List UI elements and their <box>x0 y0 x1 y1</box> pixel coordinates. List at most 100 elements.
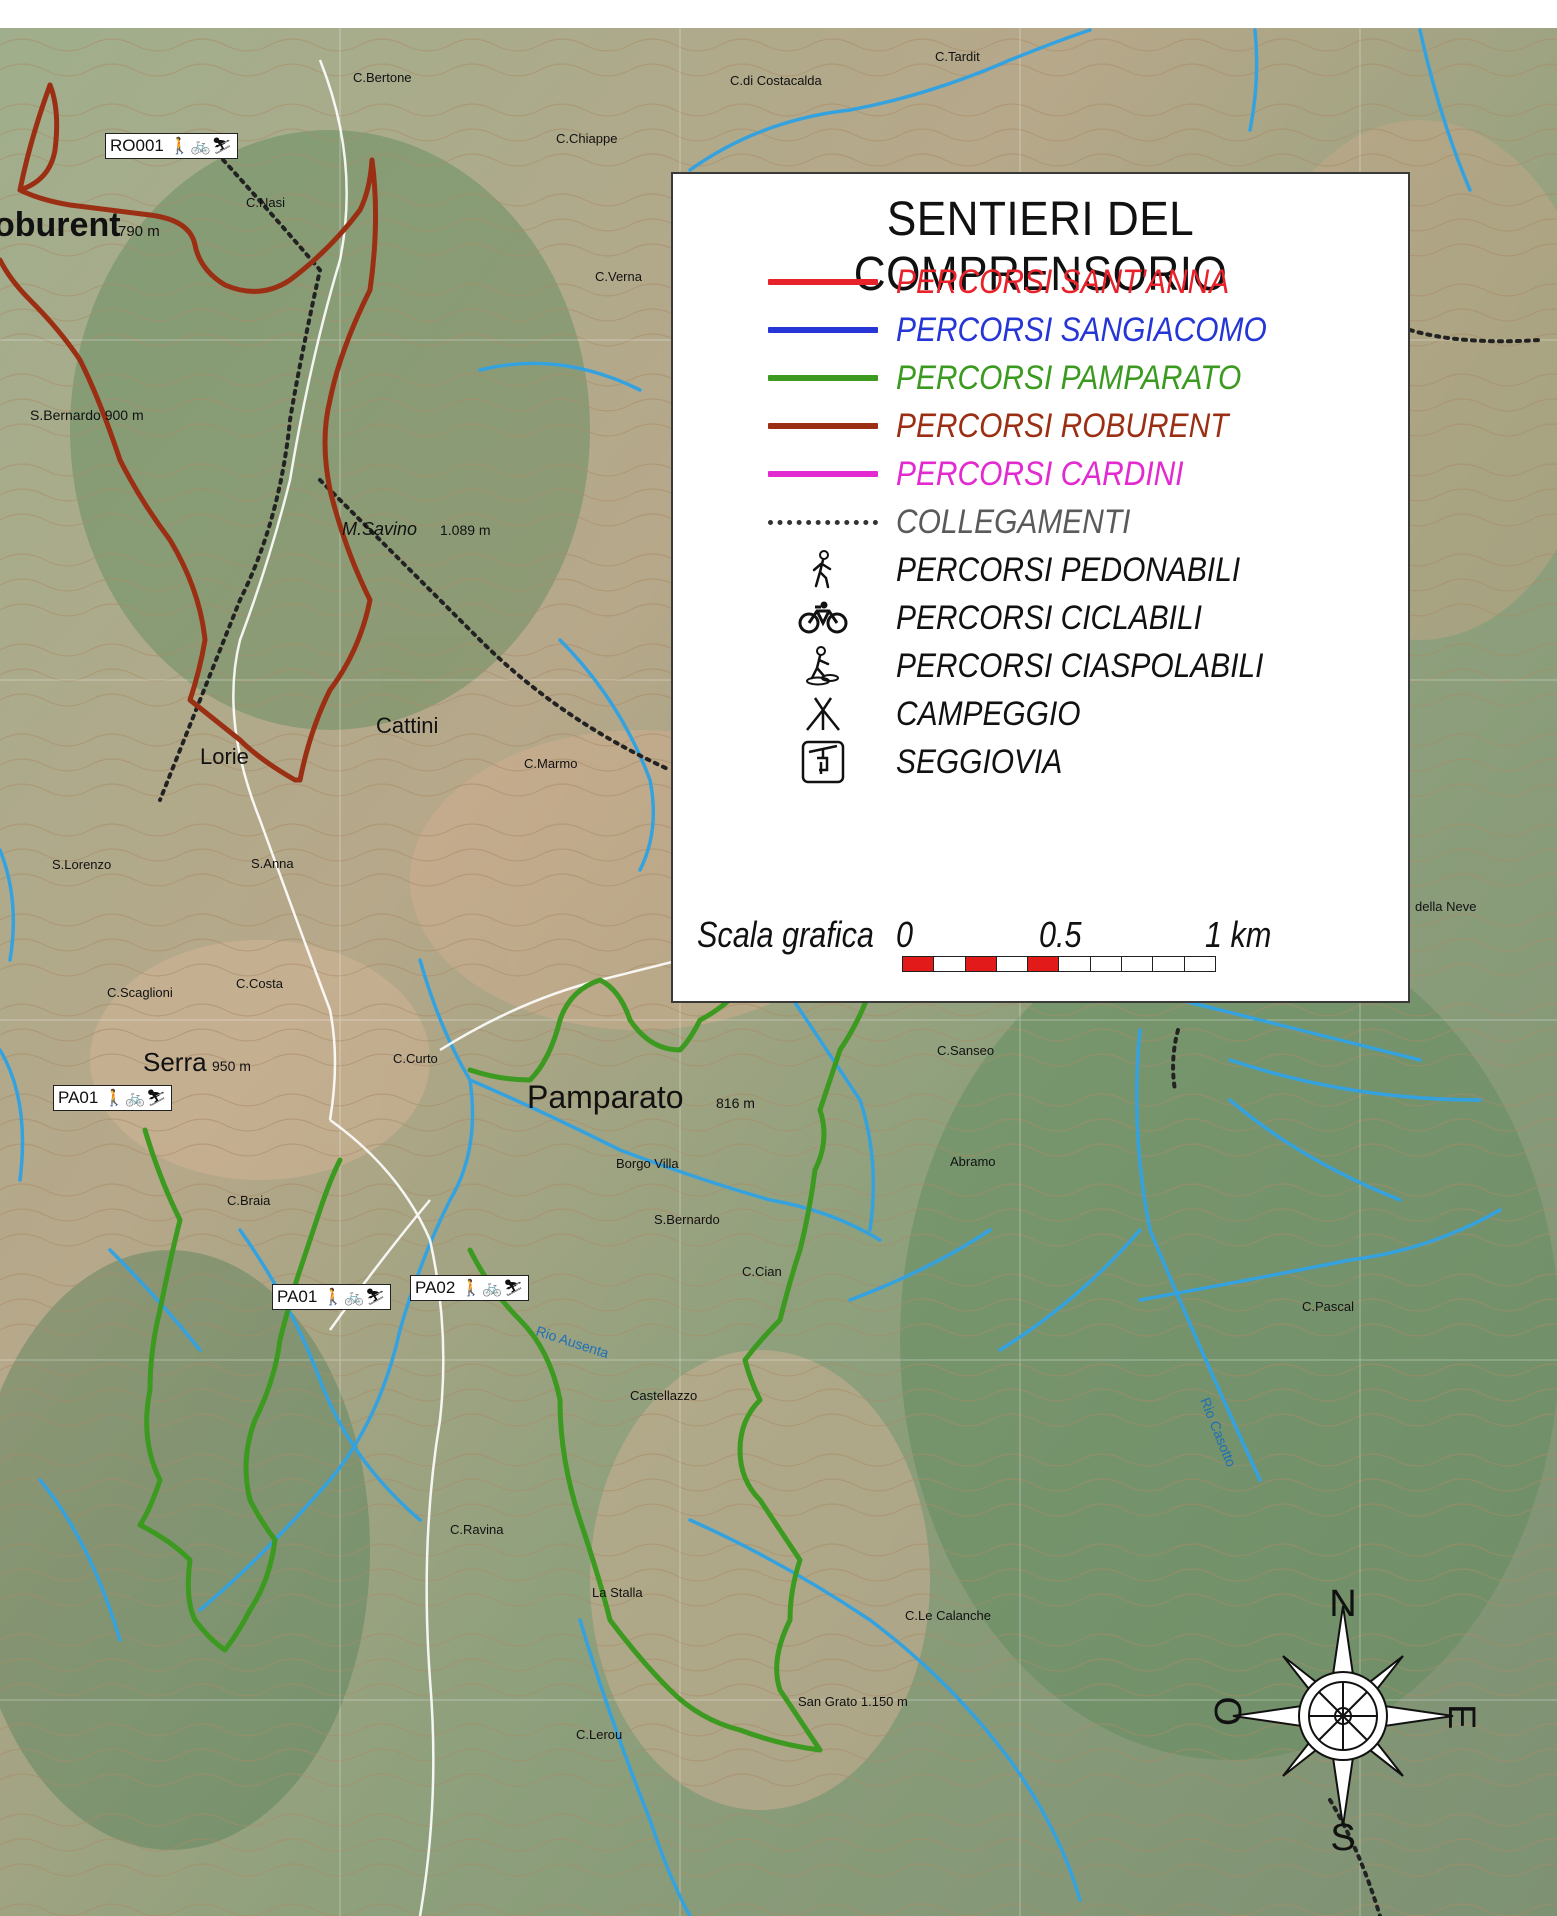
scale-segment <box>996 957 1029 971</box>
legend-item-cardini: PERCORSI CARDINI <box>673 450 1408 498</box>
place-c-chiappe: C.Chiappe <box>556 131 617 146</box>
place-s-lorenzo: S.Lorenzo <box>52 857 111 872</box>
place-m-savino: M.Savino <box>342 519 417 539</box>
legend-label: PERCORSI CIASPOLABILI <box>896 647 1264 685</box>
place-c-verna: C.Verna <box>595 269 643 284</box>
trail-code: PA01 <box>58 1088 99 1107</box>
place-lorie: Lorie <box>200 744 249 769</box>
trail-code: RO001 <box>110 136 164 155</box>
scale-segment <box>903 957 935 971</box>
hiker-icon <box>812 550 832 589</box>
pamparato-line-swatch <box>768 375 878 381</box>
place-c-braia: C.Braia <box>227 1193 271 1208</box>
place-c-scaglioni: C.Scaglioni <box>107 985 173 1000</box>
place-la-stalla: La Stalla <box>592 1585 643 1600</box>
roburent-trail <box>0 82 379 783</box>
tent-icon <box>806 697 840 731</box>
legend-item-collegamenti: COLLEGAMENTI <box>673 498 1408 546</box>
place-c-pascal: C.Pascal <box>1302 1299 1354 1314</box>
legend-label: PERCORSI CICLABILI <box>896 599 1202 637</box>
place-c-ravina: C.Ravina <box>450 1522 504 1537</box>
place-roburent: oburent <box>0 206 121 244</box>
roburent-line-swatch <box>768 423 878 429</box>
compass-w: O <box>1208 1696 1250 1726</box>
scale-segment <box>1090 957 1123 971</box>
legend-item-ciclabili: PERCORSI CICLABILI <box>673 594 1408 642</box>
legend-label: CAMPEGGIO <box>896 695 1081 733</box>
cardini-line-swatch <box>768 471 878 477</box>
legend-item-pamparato: PERCORSI PAMPARATO <box>673 354 1408 402</box>
place-c-costa: C.Costa <box>236 976 284 991</box>
place-c-costacalda: C.di Costacalda <box>730 73 823 88</box>
legend-item-sangiacomo: PERCORSI SANGIACOMO <box>673 306 1408 354</box>
legend-item-seggiovia: SEGGIOVIA <box>673 738 1408 786</box>
place-san-grato: San Grato 1.150 m <box>798 1694 908 1709</box>
place-san-bernardo: S.Bernardo 900 m <box>30 407 144 423</box>
scale-segment <box>1059 957 1091 971</box>
legend-title: SENTIERI DEL COMPRENSORIO <box>853 193 1228 301</box>
collegamenti-dotted-swatch <box>768 519 878 525</box>
place-m-savino-elev: 1.089 m <box>440 522 491 538</box>
place-c-le-calanche: C.Le Calanche <box>905 1608 991 1623</box>
place-serra: Serra <box>143 1047 207 1077</box>
place-c-marmo: C.Marmo <box>524 756 577 771</box>
place-s-bernardo: S.Bernardo <box>654 1212 720 1227</box>
trail-activity-icons: 🚶🚲⛷ <box>169 138 234 155</box>
place-c-bertone: C.Bertone <box>353 70 412 85</box>
scale-tick-1km: 1 km <box>1205 914 1272 955</box>
compass-e: E <box>1440 1704 1482 1729</box>
legend-label: PERCORSI ROBURENT <box>896 407 1229 445</box>
trail-tag-ro001[interactable]: RO001 🚶🚲⛷ <box>105 133 239 159</box>
compass-n: N <box>1329 1583 1356 1625</box>
place-pamparato: Pamparato <box>527 1079 684 1115</box>
legend-label: PERCORSI SANGIACOMO <box>896 311 1267 349</box>
place-s-anna: S.Anna <box>251 856 294 871</box>
chairlift-icon <box>801 740 845 784</box>
santanna-line-swatch <box>768 279 878 285</box>
place-pamparato-elev: 816 m <box>716 1095 755 1111</box>
place-c-tardit: C.Tardit <box>935 49 980 64</box>
rivers <box>0 28 1502 1916</box>
legend-label: PERCORSI PEDONABILI <box>896 551 1241 589</box>
scale-tick-half: 0.5 <box>1039 914 1082 955</box>
legend-label: PERCORSI SANT'ANNA <box>896 263 1230 301</box>
legend-item-campeggio: CAMPEGGIO <box>673 690 1408 738</box>
place-c-nasi: C.Nasi <box>246 195 285 210</box>
scale-segment <box>1122 957 1154 971</box>
compass-s: S <box>1330 1817 1355 1859</box>
trail-code: PA01 <box>277 1287 318 1306</box>
trail-tag-pa02[interactable]: PA02 🚶🚲⛷ <box>410 1275 530 1301</box>
trail-activity-icons: 🚶🚲⛷ <box>323 1289 387 1306</box>
place-castellazzo: Castellazzo <box>630 1388 697 1403</box>
place-c-curto: C.Curto <box>393 1051 438 1066</box>
sangiacomo-line-swatch <box>768 327 878 333</box>
place-borgo-villa: Borgo Villa <box>616 1156 679 1171</box>
compass-rose: N S E O <box>1208 1583 1482 1859</box>
trail-tag-pa01-center[interactable]: PA01 🚶🚲⛷ <box>272 1284 392 1310</box>
scale-tick-0: 0 <box>896 914 914 955</box>
place-della-neve: della Neve <box>1415 899 1476 914</box>
scale-segment <box>1028 957 1060 971</box>
map-legend: SENTIERI DEL COMPRENSORIO PERCORSI SANT'… <box>671 172 1410 1003</box>
legend-item-roburent: PERCORSI ROBURENT <box>673 402 1408 450</box>
scale-segment <box>1184 957 1215 971</box>
legend-item-pedonabili: PERCORSI PEDONABILI <box>673 546 1408 594</box>
scale-segment <box>965 957 997 971</box>
scale-bar <box>902 956 1216 972</box>
connection-paths <box>158 138 1542 1916</box>
legend-label: PERCORSI PAMPARATO <box>896 359 1242 397</box>
place-labels: oburent 790 m S.Bernardo 900 m M.Savino … <box>0 49 1476 1742</box>
legend-label: SEGGIOVIA <box>896 743 1063 781</box>
place-serra-elev: 950 m <box>212 1058 251 1074</box>
place-c-lerou: C.Lerou <box>576 1727 622 1742</box>
snowshoe-icon <box>806 646 839 686</box>
trail-code: PA02 <box>415 1278 456 1297</box>
legend-item-santanna: PERCORSI SANT'ANNA <box>673 258 1408 306</box>
legend-label: COLLEGAMENTI <box>896 503 1131 541</box>
scale-segment <box>934 957 966 971</box>
trail-tag-pa01-serra[interactable]: PA01 🚶🚲⛷ <box>53 1085 173 1111</box>
place-abramo: Abramo <box>950 1154 996 1169</box>
scale-segment <box>1153 957 1185 971</box>
place-c-cian: C.Cian <box>742 1264 782 1279</box>
legend-label: PERCORSI CARDINI <box>896 455 1184 493</box>
